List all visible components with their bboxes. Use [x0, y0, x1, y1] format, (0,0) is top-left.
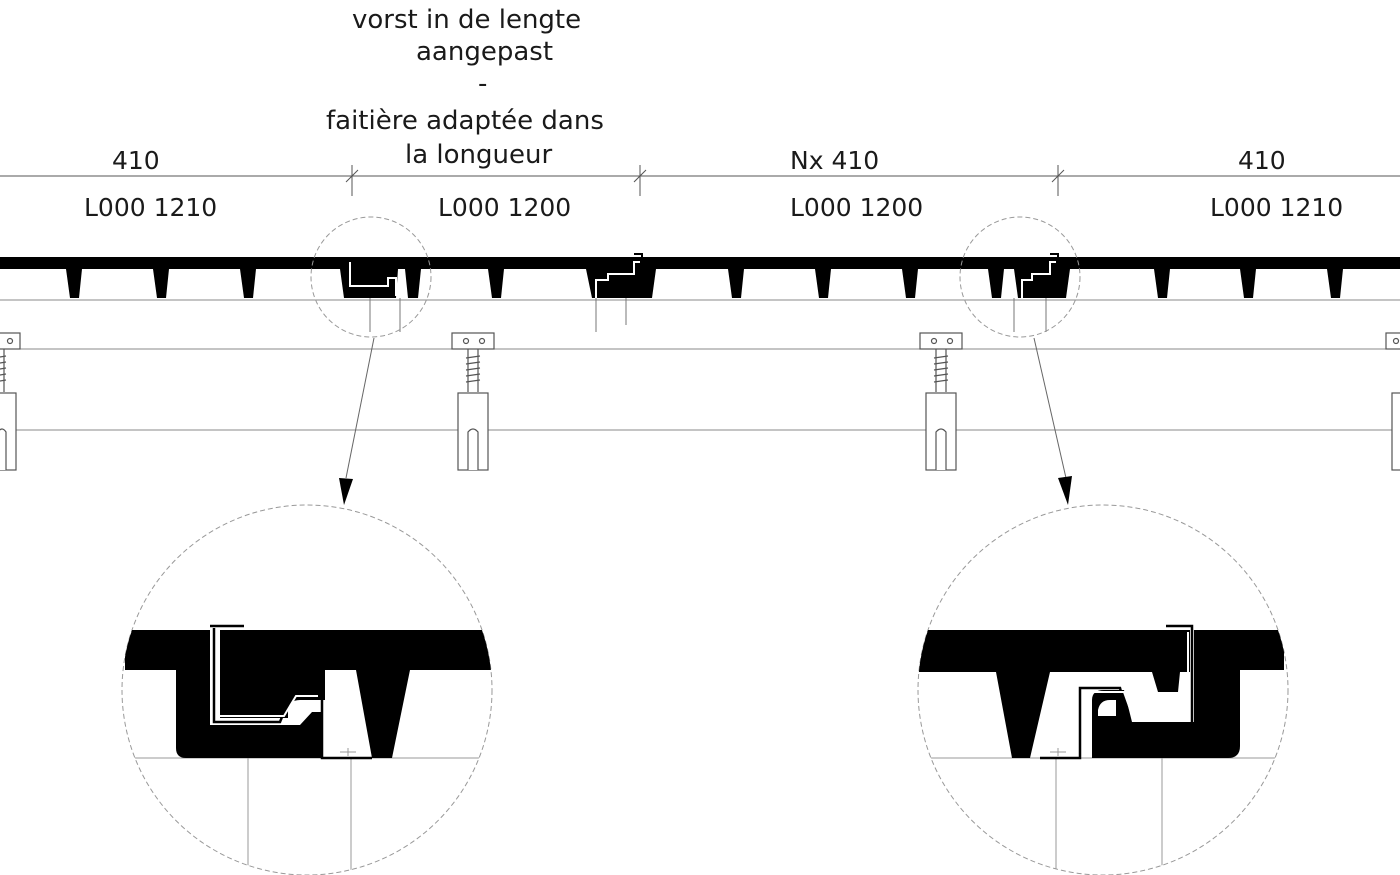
- rib: [988, 269, 1004, 298]
- rib-group: [66, 269, 1343, 298]
- leader-left: [339, 337, 375, 505]
- annotation-line-5: la longueur: [405, 140, 553, 170]
- pedestal-4: [1385, 332, 1400, 471]
- dimension-label-middle: Nx 410: [790, 146, 880, 175]
- rib: [488, 269, 504, 298]
- rib: [815, 269, 831, 298]
- rib: [153, 269, 169, 298]
- pedestal-2: [451, 332, 495, 471]
- joint-middle: [586, 253, 656, 298]
- rib: [405, 269, 421, 298]
- panel-label-3: L000 1200: [790, 193, 924, 222]
- panel-label-2: L000 1200: [438, 193, 572, 222]
- joint-ticks: [369, 298, 1047, 332]
- pedestal-3: [919, 332, 963, 471]
- joint-left: [340, 257, 398, 298]
- callout-circle-right: [959, 216, 1081, 338]
- dimension-label-left: 410: [112, 146, 160, 175]
- panel-label-4: L000 1210: [1210, 193, 1344, 222]
- rib: [1327, 269, 1343, 298]
- panel-label-1: L000 1210: [84, 193, 218, 222]
- annotation-line-2: aangepast: [416, 37, 554, 67]
- rib: [1154, 269, 1170, 298]
- pedestal-support: [0, 332, 1400, 471]
- pedestal-1: [0, 332, 21, 471]
- rib: [902, 269, 918, 298]
- rib: [1240, 269, 1256, 298]
- rib: [240, 269, 256, 298]
- detail-left: [121, 504, 493, 875]
- joint-right: [1014, 253, 1070, 298]
- support-lines: [0, 299, 1400, 431]
- detail-right: [917, 504, 1289, 875]
- annotation-line-3: -: [478, 69, 488, 99]
- dimension-line: [0, 165, 1400, 196]
- callout-circle-left: [310, 216, 432, 338]
- annotation-line-1: vorst in de lengte: [352, 5, 582, 35]
- roof-slab: [0, 257, 1400, 269]
- rib: [66, 269, 82, 298]
- annotation-line-4: faitière adaptée dans: [326, 106, 604, 136]
- rib: [728, 269, 744, 298]
- leader-right: [1033, 337, 1072, 505]
- dimension-label-right: 410: [1238, 146, 1286, 175]
